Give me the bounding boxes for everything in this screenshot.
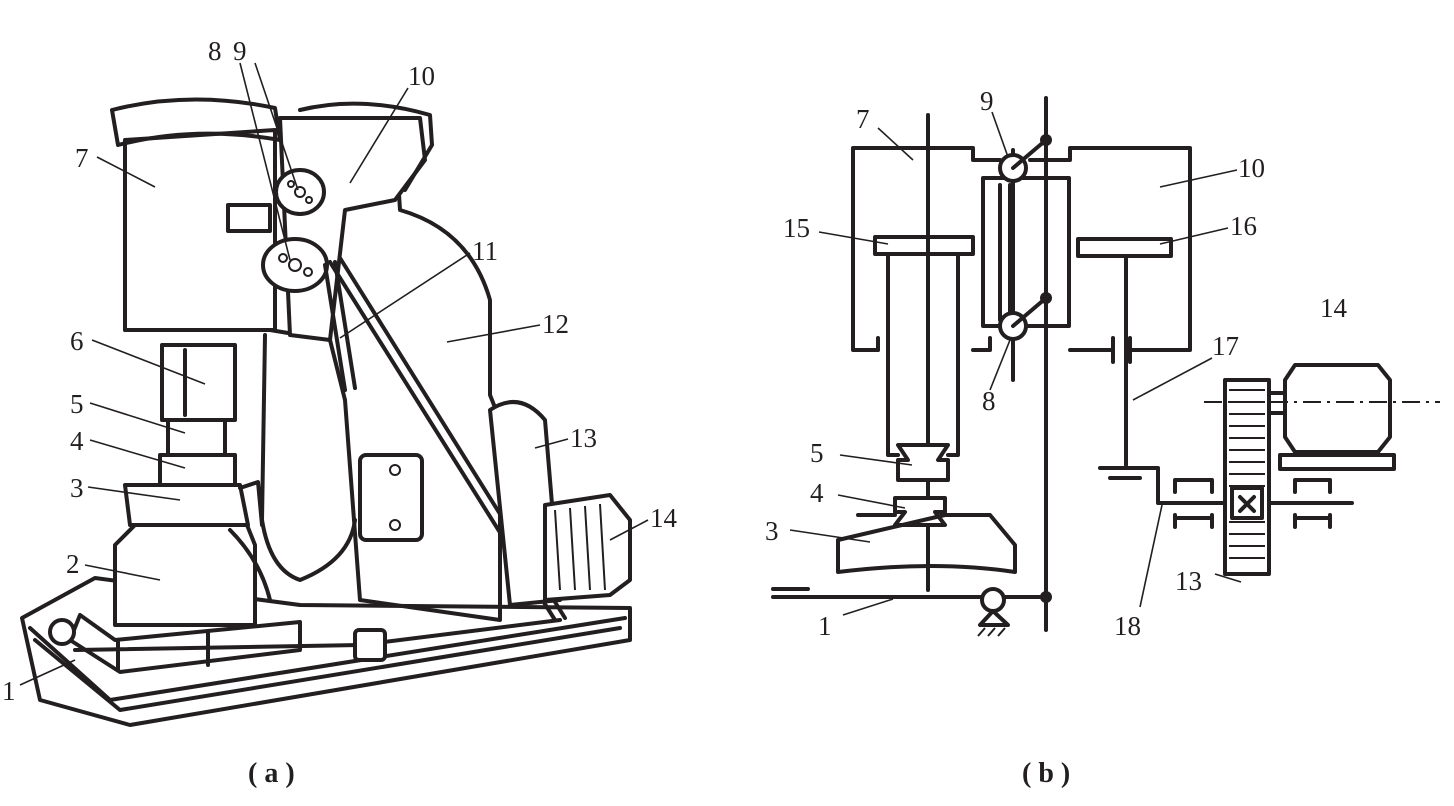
upper-die bbox=[166, 418, 227, 457]
valve-block bbox=[981, 176, 1071, 328]
valve-8 bbox=[261, 237, 329, 293]
label-b-5: 5 bbox=[810, 438, 824, 468]
lower-die bbox=[158, 453, 237, 487]
label-a-7: 7 bbox=[75, 143, 89, 173]
label-a-9: 9 bbox=[233, 36, 247, 66]
label-a-3: 3 bbox=[70, 473, 84, 503]
machine-drawing-a bbox=[20, 97, 632, 727]
label-a-5: 5 bbox=[70, 389, 84, 419]
label-b-8: 8 bbox=[982, 386, 996, 416]
label-b-17: 17 bbox=[1212, 331, 1239, 361]
leaders-a bbox=[19, 62, 649, 686]
anvil-b bbox=[836, 513, 1017, 574]
label-a-13: 13 bbox=[570, 423, 597, 453]
lower-anvil bbox=[123, 483, 250, 527]
compressor-cylinder-b bbox=[851, 146, 1002, 352]
label-b-15: 15 bbox=[783, 213, 810, 243]
label-b-18: 18 bbox=[1114, 611, 1141, 641]
label-b-4: 4 bbox=[810, 478, 824, 508]
label-a-12: 12 bbox=[542, 309, 569, 339]
label-b-13: 13 bbox=[1175, 566, 1202, 596]
valve-rod bbox=[323, 260, 357, 392]
label-a-10: 10 bbox=[408, 61, 435, 91]
label-a-8: 8 bbox=[208, 36, 222, 66]
motor-b bbox=[1283, 363, 1392, 454]
label-b-14: 14 bbox=[1320, 293, 1348, 323]
label-a-2: 2 bbox=[66, 549, 80, 579]
label-b-1: 1 bbox=[818, 611, 832, 641]
label-b-3: 3 bbox=[765, 516, 779, 546]
label-b-9: 9 bbox=[980, 86, 994, 116]
label-a-1: 1 bbox=[2, 676, 16, 706]
working-cylinder bbox=[278, 116, 427, 342]
frame-body bbox=[123, 128, 502, 622]
upper-die-b bbox=[896, 443, 950, 482]
label-b-16: 16 bbox=[1230, 211, 1257, 241]
piston-15 bbox=[873, 235, 975, 256]
leaders-b bbox=[789, 111, 1242, 616]
label-a-11: 11 bbox=[472, 236, 498, 266]
working-cylinder-b bbox=[1028, 146, 1192, 352]
label-b-7: 7 bbox=[856, 104, 870, 134]
label-a-6: 6 bbox=[70, 326, 84, 356]
ram-b bbox=[886, 252, 960, 457]
ram bbox=[160, 343, 237, 422]
label-b-10: 10 bbox=[1238, 153, 1265, 183]
label-a-4: 4 bbox=[70, 426, 84, 456]
gear-13 bbox=[1223, 378, 1271, 576]
piston-16 bbox=[1076, 237, 1173, 258]
caption-b: ( b ) bbox=[1022, 758, 1070, 789]
pivot bbox=[980, 587, 1006, 613]
schematic-b bbox=[771, 96, 1440, 637]
caption-a: ( a ) bbox=[248, 758, 295, 789]
label-a-14: 14 bbox=[650, 503, 678, 533]
valve-9 bbox=[274, 168, 326, 216]
labels-b: 1 3 4 5 7 8 9 10 13 14 15 16 17 18 bbox=[765, 86, 1348, 641]
labels-a: 1 2 3 4 5 6 7 8 9 10 11 12 13 14 bbox=[2, 36, 678, 706]
